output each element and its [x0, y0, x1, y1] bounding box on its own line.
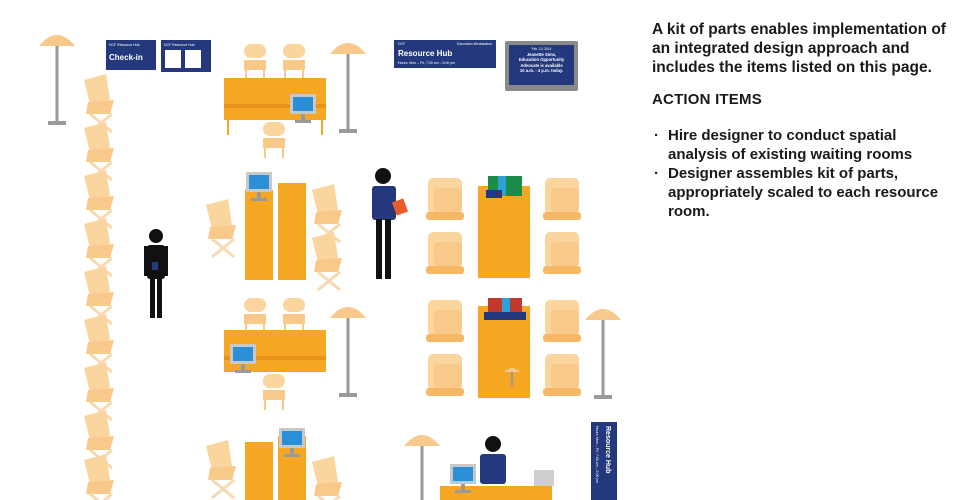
vertical-resource-hub-sign: Resource Hub Hours: Mon – Fri, 7:00 am –…	[591, 422, 617, 500]
action-items-list: Hire designer to conduct spatial analysi…	[652, 126, 952, 221]
lounge-area	[426, 176, 581, 398]
resource-hub-sign: DCF Education Workstation Resource Hub H…	[394, 40, 496, 68]
floor-lamp-icon	[583, 307, 623, 401]
info-board-subtitle: DCF Resource Hub	[164, 43, 195, 47]
hub-sign-org: DCF	[398, 42, 406, 46]
display-content: Feb. 10, 2014 Jeanette Sims, Education O…	[509, 45, 574, 85]
vertical-sign-title: Resource Hub	[604, 426, 611, 474]
floor-lamp-icon	[328, 41, 368, 135]
staff-person-icon	[372, 168, 409, 279]
hub-sign-location: Education Workstation	[457, 42, 492, 46]
workstation-desk	[224, 297, 326, 411]
hub-sign-title: Resource Hub	[398, 49, 453, 58]
info-board-sign: DCF Resource Hub	[161, 40, 211, 72]
description-panel: A kit of parts enables implementation of…	[652, 20, 952, 221]
info-sheet-icon	[165, 50, 181, 68]
checkin-sign-title: Check-in	[109, 53, 143, 62]
display-line: Jeanette Sims,	[526, 52, 557, 58]
display-date: Feb. 10, 2014	[531, 47, 552, 51]
action-item: Hire designer to conduct spatial analysi…	[652, 126, 952, 164]
floor-plan-svg	[37, 33, 623, 500]
action-item: Designer assembles kit of parts, appropr…	[652, 164, 952, 221]
display-line: Advocate is available	[520, 62, 563, 68]
chair-row-left	[82, 72, 116, 500]
checkin-sign: DCF Resource Hub Check-in	[106, 40, 156, 70]
info-sheet-icon	[185, 50, 201, 68]
reception-desk	[440, 436, 554, 500]
floor-lamp-icon	[402, 433, 442, 500]
person-icon	[144, 229, 168, 318]
checkin-sign-subtitle: DCF Resource Hub	[109, 43, 140, 47]
action-items-heading: ACTION ITEMS	[652, 91, 762, 108]
vertical-sign-hours: Hours: Mon – Fri, 7:00 am – 5:00 pm	[595, 426, 599, 484]
waiting-room-illustration: DCF Resource Hub Check-in DCF Resource H…	[37, 33, 623, 500]
computer-kiosk	[204, 428, 344, 500]
intro-paragraph: A kit of parts enables implementation of…	[652, 21, 946, 76]
display-line: Education Opportunity	[518, 57, 565, 63]
floor-lamp-icon	[328, 305, 368, 399]
display-line: 10 a.m. - 4 p.m. today.	[519, 67, 564, 73]
workstation-desk	[224, 43, 326, 159]
computer-kiosk	[204, 172, 344, 292]
digital-display-screen: Feb. 10, 2014 Jeanette Sims, Education O…	[505, 41, 578, 91]
hub-sign-hours: Hours: Mon – Fri, 7:00 am – 5:00 pm	[398, 61, 456, 65]
floor-lamp-icon	[37, 33, 77, 127]
